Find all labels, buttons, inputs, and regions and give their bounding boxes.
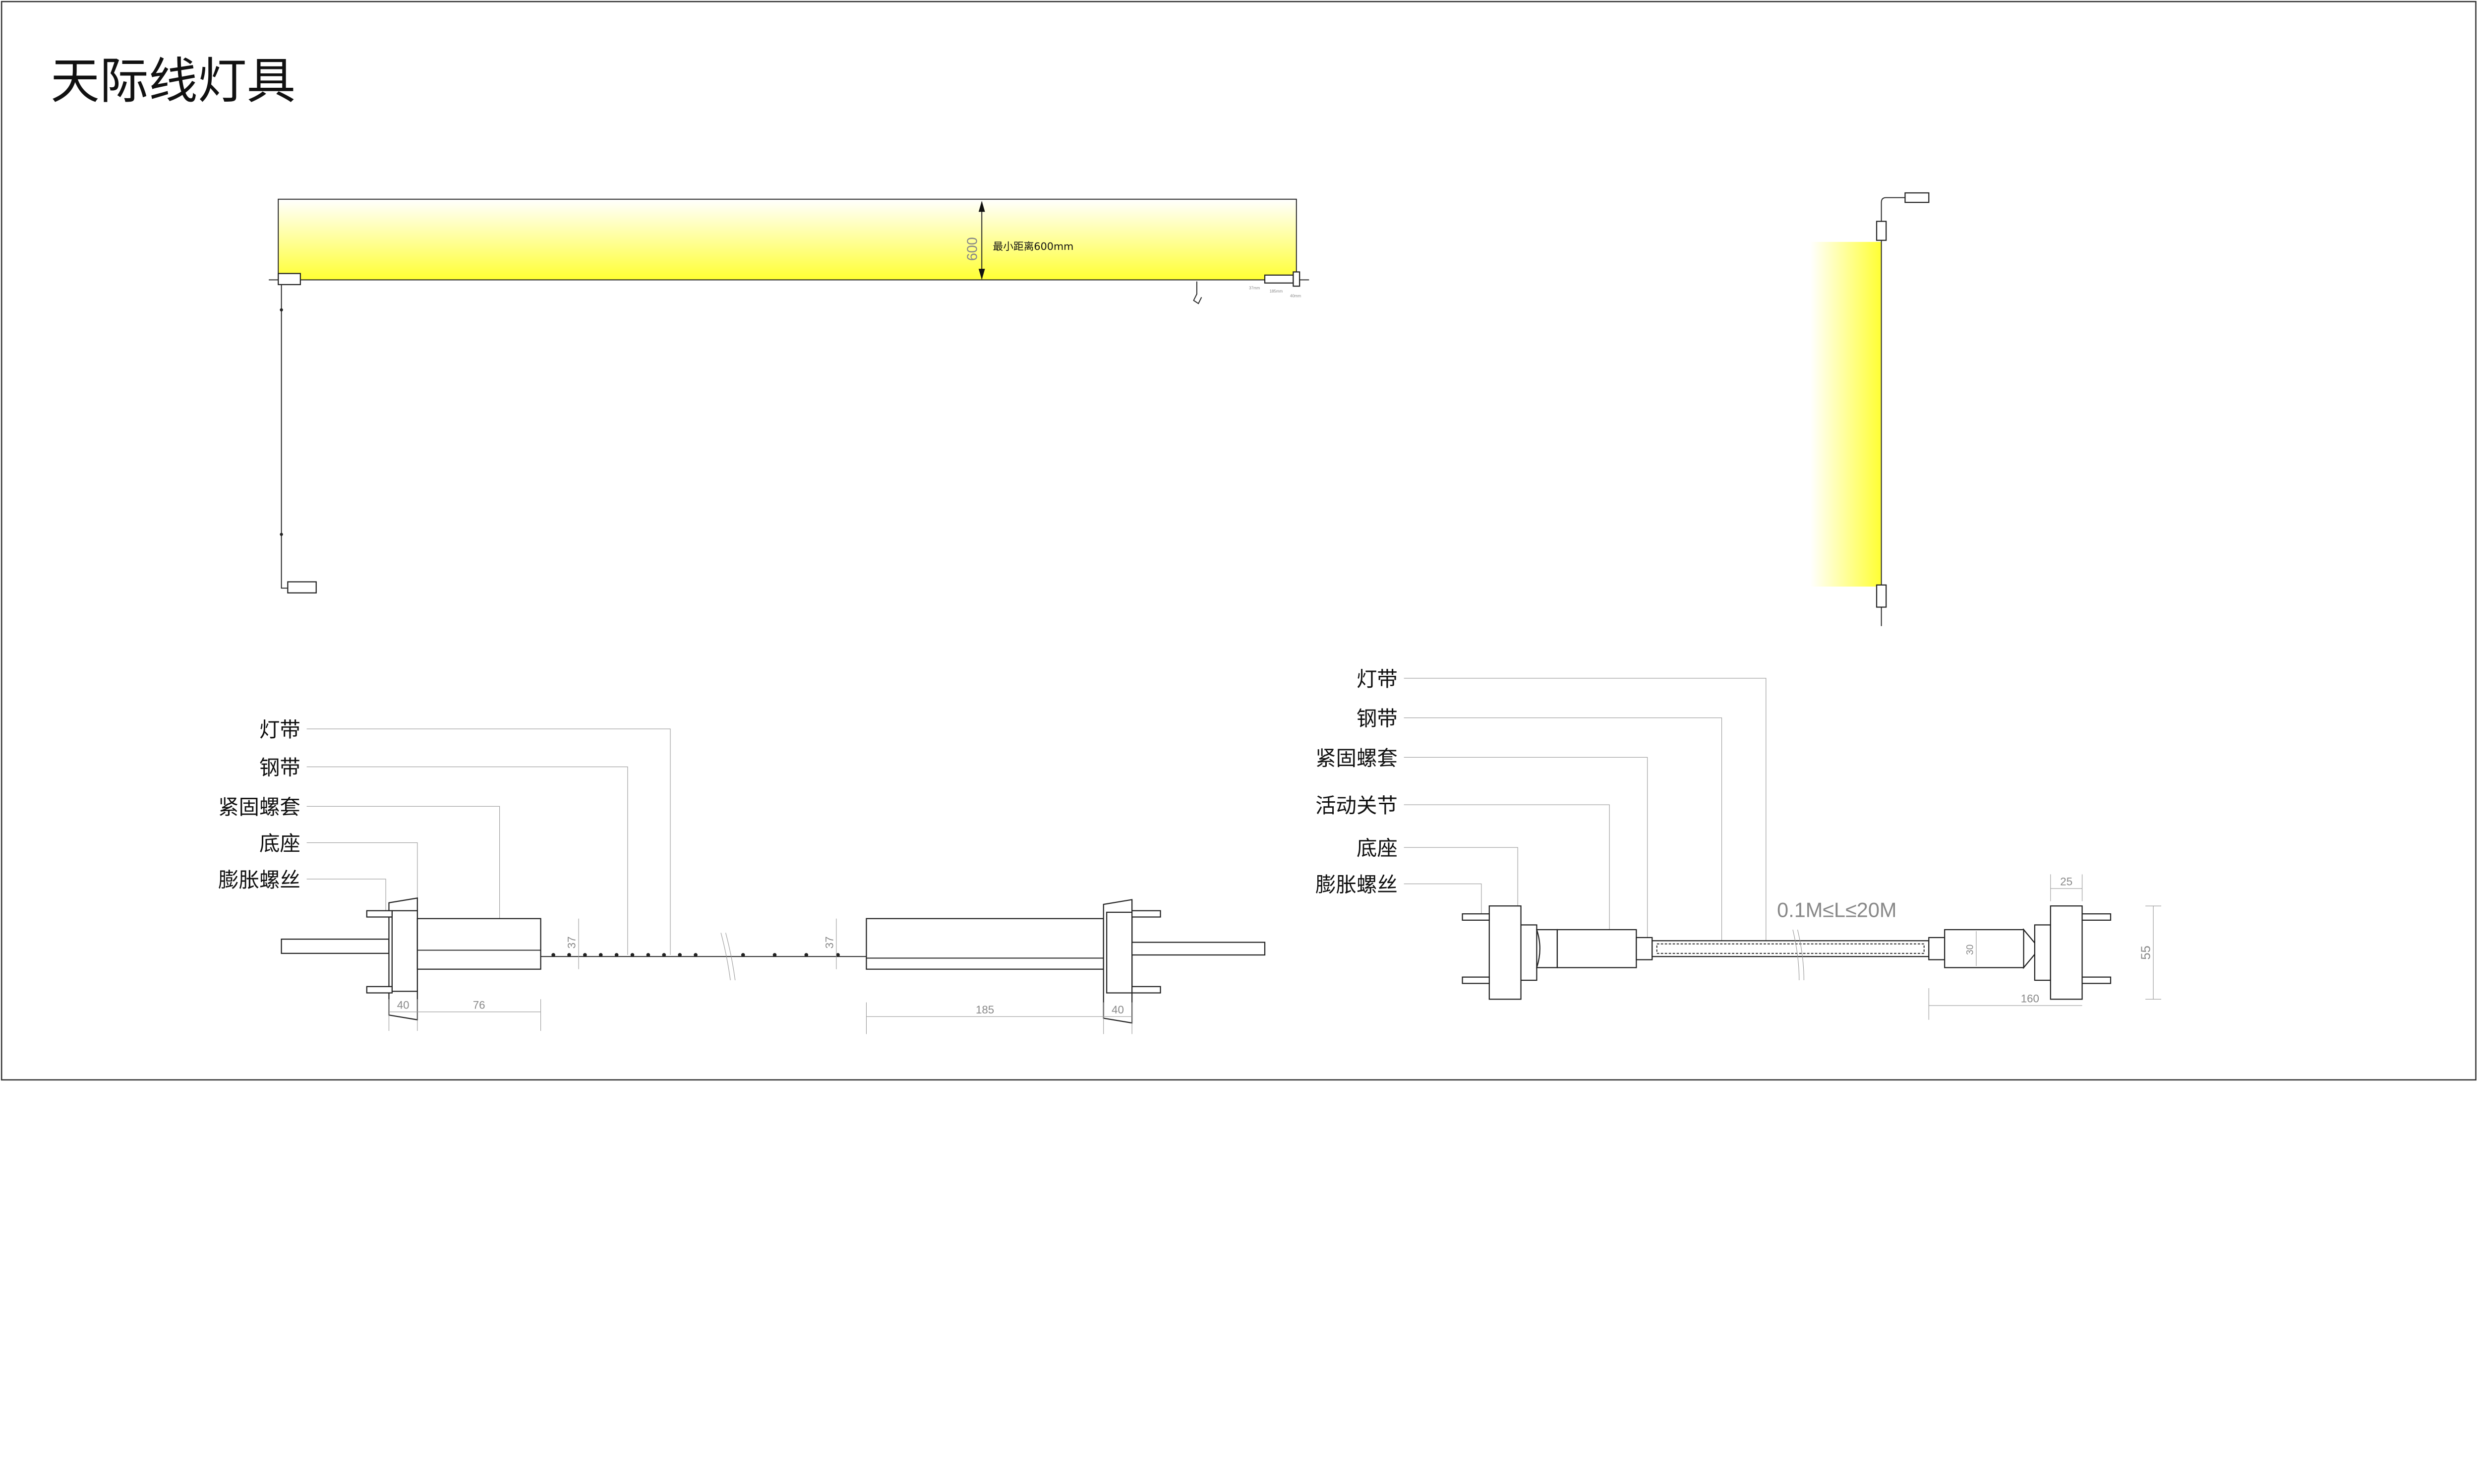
detail-right: 灯带 钢带 紧固螺套 活动关节 底座 膨胀螺丝 0.1M≤L≤20M 30 25… [1315,667,2162,1020]
drawing-frame [0,0,2477,1081]
label-light-strip: 灯带 [259,718,300,742]
label-expansion-screw: 膨胀螺丝 [1315,873,1398,896]
dim-40-right: 40 [1112,1004,1124,1016]
power-cable [281,284,288,589]
length-range-label: 0.1M≤L≤20M [1777,898,1896,921]
light-glow-band [278,198,1297,281]
dim-37-left: 37 [566,936,578,949]
label-base: 底座 [1357,836,1398,860]
dim-55: 55 [2139,946,2153,959]
dim-160: 160 [2021,993,2039,1005]
label-base: 底座 [259,832,300,856]
dim-30: 30 [1965,945,1976,955]
dim-185: 185 [976,1004,994,1016]
label-expansion-screw: 膨胀螺丝 [218,868,300,892]
dim-37-right: 37 [823,936,835,949]
dim-76: 76 [473,999,485,1011]
side-view [1810,192,1930,626]
page-title: 天际线灯具 [51,53,295,110]
side-glow-band [1810,241,1882,587]
small-dim-40: 40mm [1290,294,1301,298]
small-dim-185: 185mm [1270,289,1283,294]
drawing-canvas: 天际线灯具 600 最小距离600mm 37mm 185mm 40mm 灯带 钢… [0,0,2477,1081]
label-steel-strip: 钢带 [259,756,300,779]
detail-left: 灯带 钢带 紧固螺套 底座 膨胀螺丝 37 37 40 76 185 40 [218,718,1266,1034]
min-distance-label: 最小距离600mm [993,240,1074,252]
height-dim-text: 600 [965,237,981,261]
label-swivel-joint: 活动关节 [1315,794,1398,818]
small-dim-37: 37mm [1249,286,1260,291]
dim-40-left: 40 [397,999,410,1011]
label-fastening-sleeve: 紧固螺套 [218,795,300,819]
label-steel-strip: 钢带 [1357,707,1398,731]
dim-25: 25 [2060,876,2072,888]
label-fastening-sleeve: 紧固螺套 [1315,746,1398,770]
top-elevation-view: 600 最小距离600mm 37mm 185mm 40mm [269,198,1309,594]
label-light-strip: 灯带 [1357,667,1398,691]
power-supply [287,581,317,594]
